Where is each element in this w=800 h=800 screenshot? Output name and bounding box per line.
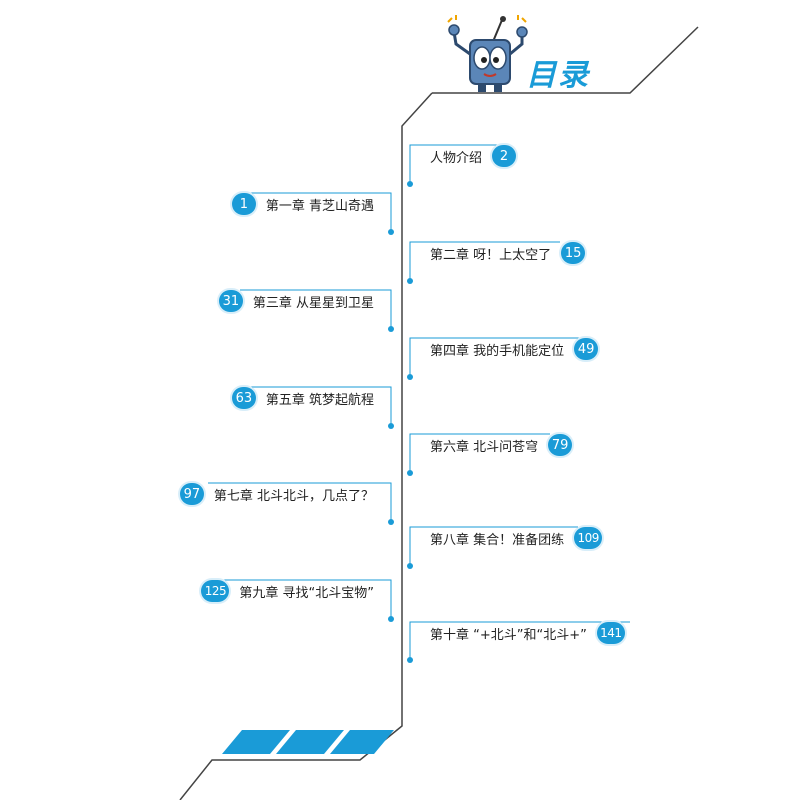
entry-label: 第九章 寻找“北斗宝物” (239, 585, 374, 601)
left-connector-dots (388, 229, 394, 622)
page-number-badge: 97 (179, 483, 204, 505)
entry-label: 第六章 北斗问苍穹 (430, 439, 539, 455)
entry-label: 第一章 青芝山奇遇 (265, 198, 374, 214)
toc-entry-intro[interactable]: 人物介绍 2 (430, 145, 517, 167)
left-connectors (208, 192, 392, 618)
entry-label: 人物介绍 (430, 150, 483, 166)
entry-label: 第七章 北斗北斗，几点了？ (213, 488, 374, 504)
toc-entry-chapter-1[interactable]: 1 第一章 青芝山奇遇 (231, 193, 374, 215)
toc-entry-chapter-4[interactable]: 第四章 我的手机能定位 49 (430, 338, 599, 360)
right-connectors (409, 144, 630, 659)
toc-entry-chapter-7[interactable]: 97 第七章 北斗北斗，几点了？ (179, 483, 374, 505)
page-title: 目录 (526, 58, 590, 93)
toc-entry-chapter-9[interactable]: 125 第九章 寻找“北斗宝物” (201, 580, 374, 602)
entry-label: 第五章 筑梦起航程 (265, 392, 374, 408)
toc-entry-chapter-5[interactable]: 63 第五章 筑梦起航程 (231, 387, 374, 409)
robot-mascot-icon (447, 15, 528, 92)
page-number-badge: 2 (492, 145, 517, 167)
entry-label: 第十章 “+北斗”和“北斗+” (430, 627, 587, 643)
page-number-badge: 125 (201, 580, 230, 602)
toc-entry-chapter-8[interactable]: 第八章 集合！准备团练 109 (430, 527, 603, 549)
page-number-badge: 109 (574, 527, 603, 549)
page-number-badge: 15 (561, 242, 586, 264)
page-number-badge: 79 (548, 434, 573, 456)
frame-top-line (432, 26, 699, 94)
page-number-badge: 49 (574, 338, 599, 360)
page-number-badge: 141 (596, 622, 625, 644)
toc-entry-chapter-2[interactable]: 第二章 呀！上太空了 15 (430, 242, 586, 264)
page-number-badge: 31 (218, 290, 243, 312)
floor-tiles (222, 730, 394, 754)
toc-entry-chapter-10[interactable]: 第十章 “+北斗”和“北斗+” 141 (430, 622, 625, 644)
toc-entry-chapter-6[interactable]: 第六章 北斗问苍穹 79 (430, 434, 573, 456)
page-number-badge: 63 (231, 387, 256, 409)
entry-label: 第四章 我的手机能定位 (430, 343, 565, 359)
toc-entry-chapter-3[interactable]: 31 第三章 从星星到卫星 (218, 290, 374, 312)
entry-label: 第三章 从星星到卫星 (252, 295, 374, 311)
entry-label: 第二章 呀！上太空了 (430, 247, 552, 263)
entry-label: 第八章 集合！准备团练 (430, 532, 565, 548)
right-connector-dots (407, 181, 413, 663)
page-number-badge: 1 (231, 193, 256, 215)
